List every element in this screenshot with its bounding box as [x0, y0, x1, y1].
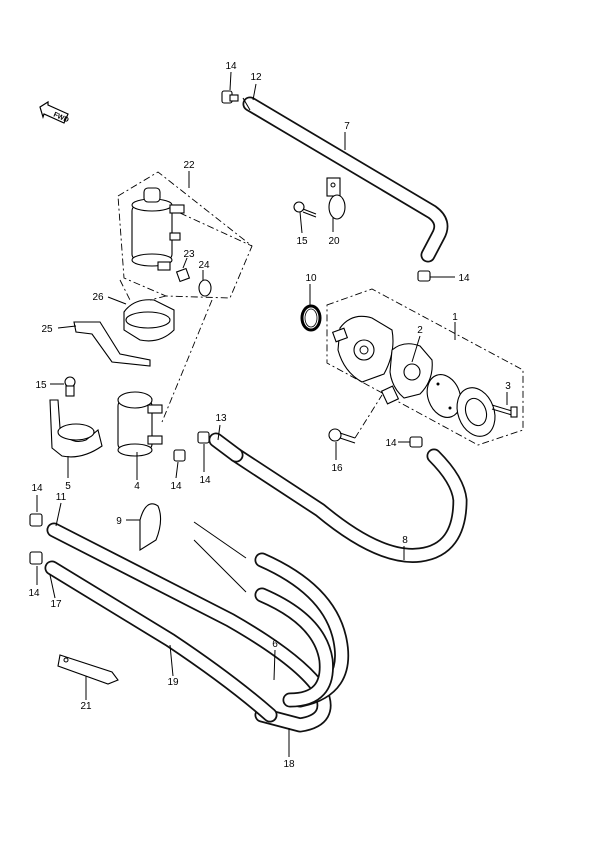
filter-bracket-icon [73, 299, 175, 367]
callout-22: 22 [183, 160, 195, 171]
fuel-hose-17-19-18 [44, 560, 334, 723]
bolt-icon [328, 394, 383, 444]
forward-arrow-icon: FWD [39, 100, 70, 124]
callout-21: 21 [80, 701, 92, 712]
screw-icon [491, 404, 518, 418]
callout-25: 25 [41, 324, 53, 335]
fuel-hose-13 [208, 432, 244, 463]
callout-26: 26 [92, 292, 104, 303]
fuel-pump-assembly-group [326, 288, 524, 446]
hose-clip-icon [29, 551, 43, 565]
hose-clip-icon [139, 503, 162, 551]
fuel-filter-group [117, 171, 253, 299]
callout-9: 9 [116, 516, 122, 527]
callout-3: 3 [505, 381, 511, 392]
callout-14: 14 [31, 483, 43, 494]
callout-17: 17 [50, 599, 62, 610]
callout-8: 8 [402, 535, 408, 546]
hose-clip-icon [29, 513, 43, 527]
callout-13: 13 [215, 413, 227, 424]
callout-5: 5 [65, 481, 71, 492]
hose-strap-icon [57, 654, 119, 685]
callout-23: 23 [183, 249, 195, 260]
callout-11: 11 [56, 492, 67, 503]
callout-2: 2 [417, 325, 423, 336]
callout-20: 20 [328, 236, 340, 247]
callout-16: 16 [331, 463, 343, 474]
callout-19: 19 [167, 677, 179, 688]
hose-clip-icon [197, 431, 210, 444]
hose-clip-icon [173, 449, 186, 462]
callout-14: 14 [385, 438, 397, 449]
leader-lines [36, 71, 508, 757]
fuel-hose-7 [242, 96, 449, 263]
callout-10: 10 [305, 273, 317, 284]
hose-clip-icon [409, 436, 423, 448]
hose-clamp-bracket-icon [326, 177, 346, 220]
o-ring-icon [300, 304, 322, 332]
inline-fuel-filter-icon [117, 391, 163, 457]
hose-clip-icon [417, 270, 431, 282]
callout-1: 1 [452, 312, 458, 323]
callout-14: 14 [225, 61, 237, 72]
callout-6: 6 [272, 639, 278, 650]
part-callouts: 14 12 7 22 15 20 23 24 14 10 26 1 25 2 1… [28, 61, 511, 770]
callout-15: 15 [296, 236, 308, 247]
callout-12: 12 [250, 72, 262, 83]
bolt-icon [293, 201, 317, 218]
bolt-icon [64, 376, 76, 397]
callout-14: 14 [28, 588, 40, 599]
callout-18: 18 [283, 759, 295, 770]
callout-4: 4 [134, 481, 140, 492]
callout-24: 24 [198, 260, 210, 271]
callout-14: 14 [199, 475, 211, 486]
callout-15: 15 [35, 380, 47, 391]
callout-14: 14 [170, 481, 182, 492]
hose-clip-icon [221, 90, 239, 104]
fuel-hose-8 [228, 447, 468, 563]
mounting-bracket-icon [49, 399, 103, 458]
callout-7: 7 [344, 121, 350, 132]
callout-14: 14 [458, 273, 470, 284]
